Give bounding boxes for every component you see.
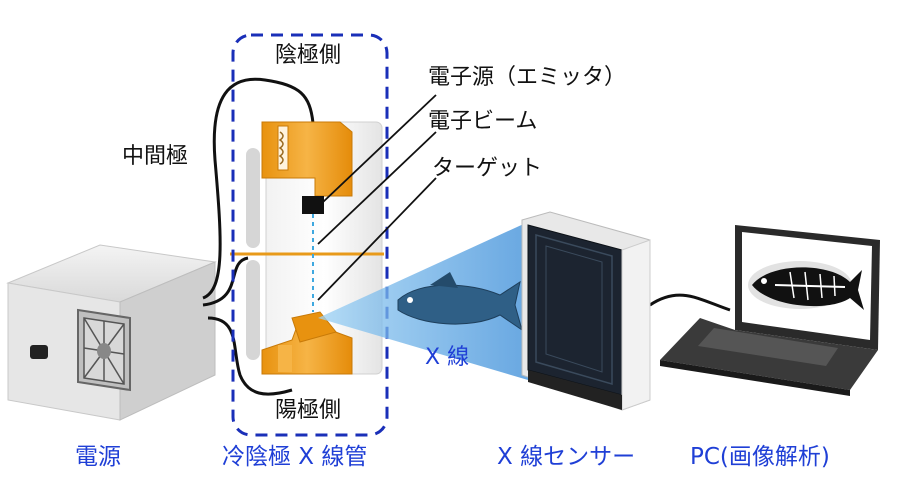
caption-cold-cathode-tube: 冷陰極 X 線管: [222, 444, 368, 470]
caption-power-supply: 電源: [75, 444, 121, 470]
laptop-icon: [660, 225, 880, 396]
leader-lines: [317, 94, 437, 301]
label-anode-side: 陽極側: [275, 398, 342, 423]
fish-icon: [397, 272, 523, 332]
label-electron-beam: 電子ビーム: [428, 109, 538, 134]
fish-skeleton-icon: [748, 261, 864, 310]
caption-xray-sensor: X 線センサー: [497, 444, 636, 470]
label-xray: X 線: [425, 345, 470, 370]
xray-sensor-icon: [521, 211, 651, 411]
power-supply-icon: [6, 244, 217, 421]
tube-dashed-frame: [231, 33, 389, 437]
fan-grille-icon: [77, 308, 131, 392]
label-intermediate-electrode: 中間極: [122, 144, 189, 169]
label-cathode-side: 陰極側: [275, 43, 342, 68]
label-emitter: 電子源（エミッタ）: [428, 65, 627, 90]
label-target: ターゲット: [432, 156, 543, 181]
xray-tube-icon: [230, 121, 384, 375]
caption-pc: PC(画像解析): [690, 444, 830, 470]
